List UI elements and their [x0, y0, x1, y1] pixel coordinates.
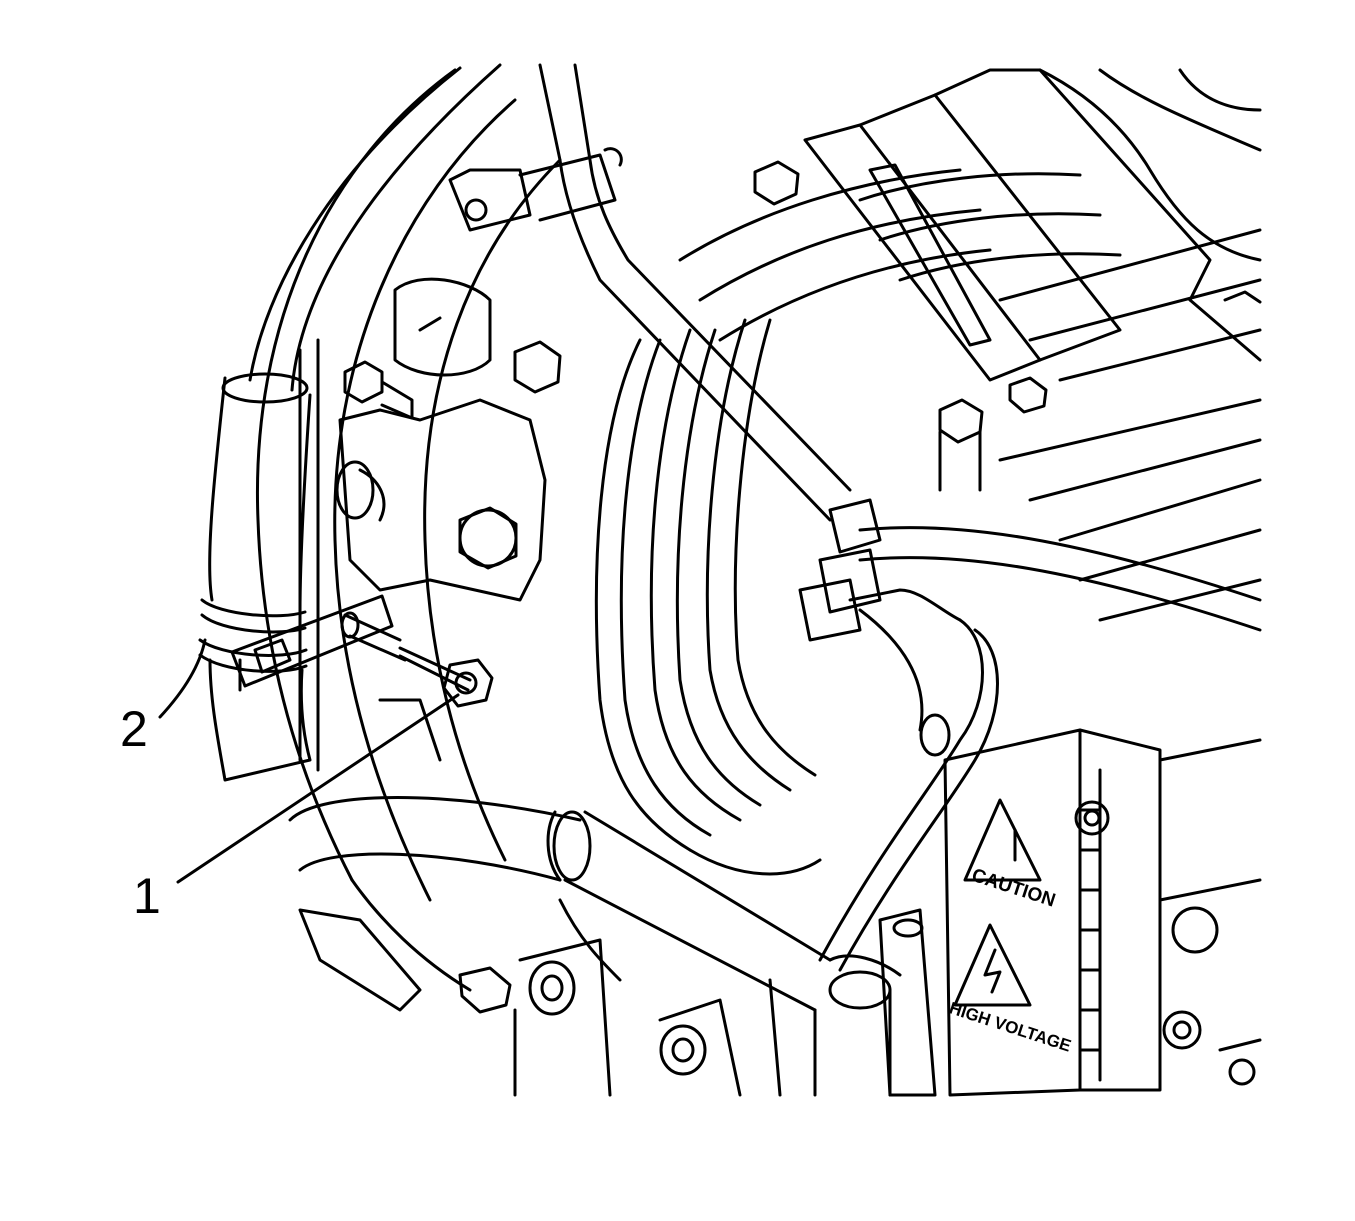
housing-bolts: [343, 160, 1048, 570]
upper-hose: [248, 63, 502, 392]
lower-mounts: [298, 908, 782, 1097]
clamp: [198, 594, 394, 692]
top-right-details: [1038, 68, 1262, 362]
transmission-ribs: [678, 168, 1262, 622]
stud-and-nut: [340, 611, 494, 708]
hose-sleeve: [208, 372, 312, 782]
top-tubes: [448, 63, 852, 522]
callout-1: 1: [133, 868, 161, 924]
upper-bracket: [803, 68, 1212, 382]
leader-line-1: [176, 693, 460, 884]
housing-panel: [335, 277, 622, 982]
connector-wiring: [798, 548, 999, 972]
leader-line-2: [158, 638, 207, 719]
callout-2: 2: [120, 701, 148, 757]
front-hose: [288, 796, 902, 1097]
pipe-bundle: [594, 318, 822, 876]
lower-right-housing: [1158, 738, 1262, 1086]
caution-label: CAUTION: [969, 865, 1058, 912]
hv-module: [878, 728, 1162, 1097]
high-voltage-label: HIGH VOLTAGE: [947, 998, 1074, 1055]
middle-pipe: [828, 498, 1262, 632]
leader-lines: [158, 638, 460, 884]
